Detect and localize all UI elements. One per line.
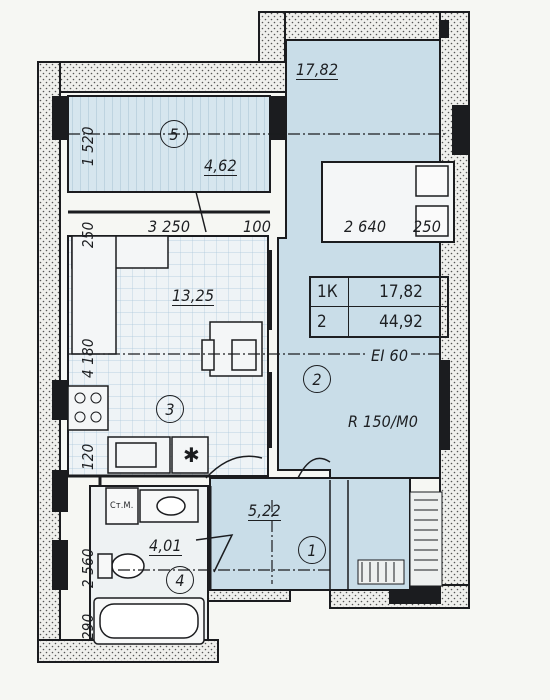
dim-290: 290 bbox=[79, 613, 97, 640]
dim-2640: 2 640 bbox=[344, 217, 387, 236]
dim-100: 100 bbox=[243, 217, 272, 236]
room-5-area: 4,62 bbox=[204, 156, 237, 176]
summary-row2-key: 2 bbox=[311, 307, 349, 336]
wardrobe bbox=[357, 491, 443, 587]
bed bbox=[321, 161, 455, 243]
riser-label: Ст.М. bbox=[110, 501, 134, 511]
summary-row1-key: 1К bbox=[311, 278, 349, 307]
dim-250-right: 250 bbox=[413, 217, 442, 236]
summary-table: 1К 17,82 2 44,92 bbox=[309, 276, 449, 338]
room-1-area: 5,22 bbox=[248, 501, 281, 521]
partition-walls bbox=[68, 210, 270, 590]
room-3-number: 3 bbox=[156, 395, 184, 423]
room-2-area-top: 17,82 bbox=[296, 60, 339, 80]
fire-rating-label: EI 60 bbox=[368, 348, 412, 364]
kitchen-counters: ✱ bbox=[107, 436, 209, 474]
kitchen-sofa bbox=[71, 235, 263, 377]
room-4-number: 4 bbox=[166, 566, 194, 594]
dim-3250: 3 250 bbox=[148, 217, 191, 236]
svg-text:✱: ✱ bbox=[183, 445, 200, 467]
room-3-area: 13,25 bbox=[172, 286, 215, 306]
dim-1520: 1 520 bbox=[79, 126, 97, 166]
bath-fixtures bbox=[93, 487, 205, 645]
stove bbox=[67, 385, 109, 431]
structure-label: R 150/M0 bbox=[348, 412, 419, 431]
summary-row1-value: 17,82 bbox=[349, 278, 447, 307]
summary-row2-value: 44,92 bbox=[379, 311, 423, 332]
dim-250-left: 250 bbox=[79, 221, 97, 248]
room-1-number: 1 bbox=[298, 536, 326, 564]
dim-120: 120 bbox=[79, 443, 97, 470]
dim-2560: 2 560 bbox=[79, 548, 97, 588]
room-4-area: 4,01 bbox=[149, 536, 182, 556]
door-swings bbox=[195, 191, 349, 590]
room-2-number: 2 bbox=[303, 365, 331, 393]
room-5-number: 5 bbox=[160, 120, 188, 148]
dim-4180: 4 180 bbox=[79, 338, 97, 378]
